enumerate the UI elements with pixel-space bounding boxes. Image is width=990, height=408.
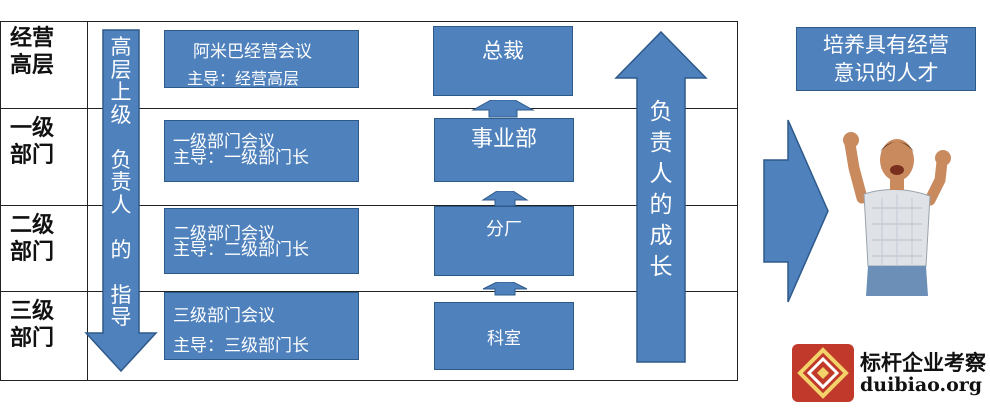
level-label-line: 一级 bbox=[10, 115, 55, 141]
meeting-lead: 主导：一级部门长 bbox=[173, 148, 309, 168]
org-up-arrow bbox=[481, 191, 529, 207]
level-label-line: 部门 bbox=[10, 239, 55, 265]
level-label-executive: 经营 高层 bbox=[10, 25, 80, 79]
meeting-name: 一级部门会议 bbox=[173, 132, 275, 152]
org-unit-label: 事业部 bbox=[470, 127, 537, 152]
level-label-line: 经营 bbox=[10, 25, 55, 51]
growth-up-arrow bbox=[614, 30, 708, 363]
growth-arrow-text: 负 责 人 的 成 长 bbox=[649, 99, 673, 280]
guidance-down-arrow bbox=[84, 29, 158, 373]
level-label-second-level: 二级 部门 bbox=[10, 212, 80, 266]
meeting-name: 三级部门会议 bbox=[173, 306, 275, 326]
guidance-arrow-text: 高 层 上 级 负 责 人 的 指 导 bbox=[110, 35, 132, 329]
meeting-box-second-level: 二级部门会议 主导：二级部门长 bbox=[164, 208, 359, 274]
logo-url: duibiao.org bbox=[860, 374, 983, 396]
meeting-lead: 主导：二级部门长 bbox=[173, 240, 309, 260]
talent-goal-box: 培养具有经营 意识的人才 bbox=[796, 27, 976, 91]
org-unit-label: 总裁 bbox=[482, 39, 524, 63]
org-unit-label: 科室 bbox=[487, 328, 521, 349]
level-label-line: 高层 bbox=[10, 52, 55, 78]
table-row-divider-2 bbox=[0, 205, 738, 206]
level-label-line: 部门 bbox=[10, 142, 55, 168]
level-label-first-level: 一级 部门 bbox=[10, 115, 80, 169]
logo-emblem-icon bbox=[792, 344, 854, 402]
meeting-box-amoeba: 阿米巴经营会议 主导：经营高层 bbox=[164, 30, 359, 88]
org-unit-label: 分厂 bbox=[486, 219, 522, 240]
talent-goal-line: 意识的人才 bbox=[833, 61, 939, 85]
table-row-divider-1 bbox=[0, 108, 738, 109]
org-box-branch-factory: 分厂 bbox=[434, 206, 574, 276]
table-left-border bbox=[0, 21, 1, 381]
meeting-lead: 主导：经营高层 bbox=[187, 69, 300, 88]
level-label-third-level: 三级 部门 bbox=[10, 298, 80, 352]
org-up-arrow bbox=[471, 100, 535, 118]
logo-name: 标杆企业考察 bbox=[860, 351, 986, 375]
result-right-arrow bbox=[763, 119, 829, 303]
org-up-arrow bbox=[482, 282, 528, 296]
table-right-border bbox=[737, 21, 738, 381]
table-top-border bbox=[0, 21, 738, 22]
level-label-line: 二级 bbox=[10, 212, 55, 238]
org-box-president: 总裁 bbox=[433, 26, 573, 96]
meeting-name: 阿米巴经营会议 bbox=[193, 42, 312, 62]
meeting-name: 二级部门会议 bbox=[173, 224, 275, 244]
meeting-box-first-level: 一级部门会议 主导：一级部门长 bbox=[164, 120, 359, 182]
table-row-divider-3 bbox=[0, 291, 738, 292]
level-label-line: 三级 bbox=[10, 298, 55, 324]
meeting-lead: 主导：三级部门长 bbox=[173, 336, 309, 356]
meeting-box-third-level: 三级部门会议 主导：三级部门长 bbox=[164, 292, 359, 360]
cheering-man-image bbox=[843, 132, 951, 296]
table-column-divider bbox=[87, 21, 88, 381]
org-box-section: 科室 bbox=[434, 302, 574, 370]
table-bottom-border bbox=[0, 380, 738, 381]
talent-goal-line: 培养具有经营 bbox=[823, 33, 949, 57]
org-box-business-unit: 事业部 bbox=[434, 118, 574, 182]
level-label-line: 部门 bbox=[10, 325, 55, 351]
